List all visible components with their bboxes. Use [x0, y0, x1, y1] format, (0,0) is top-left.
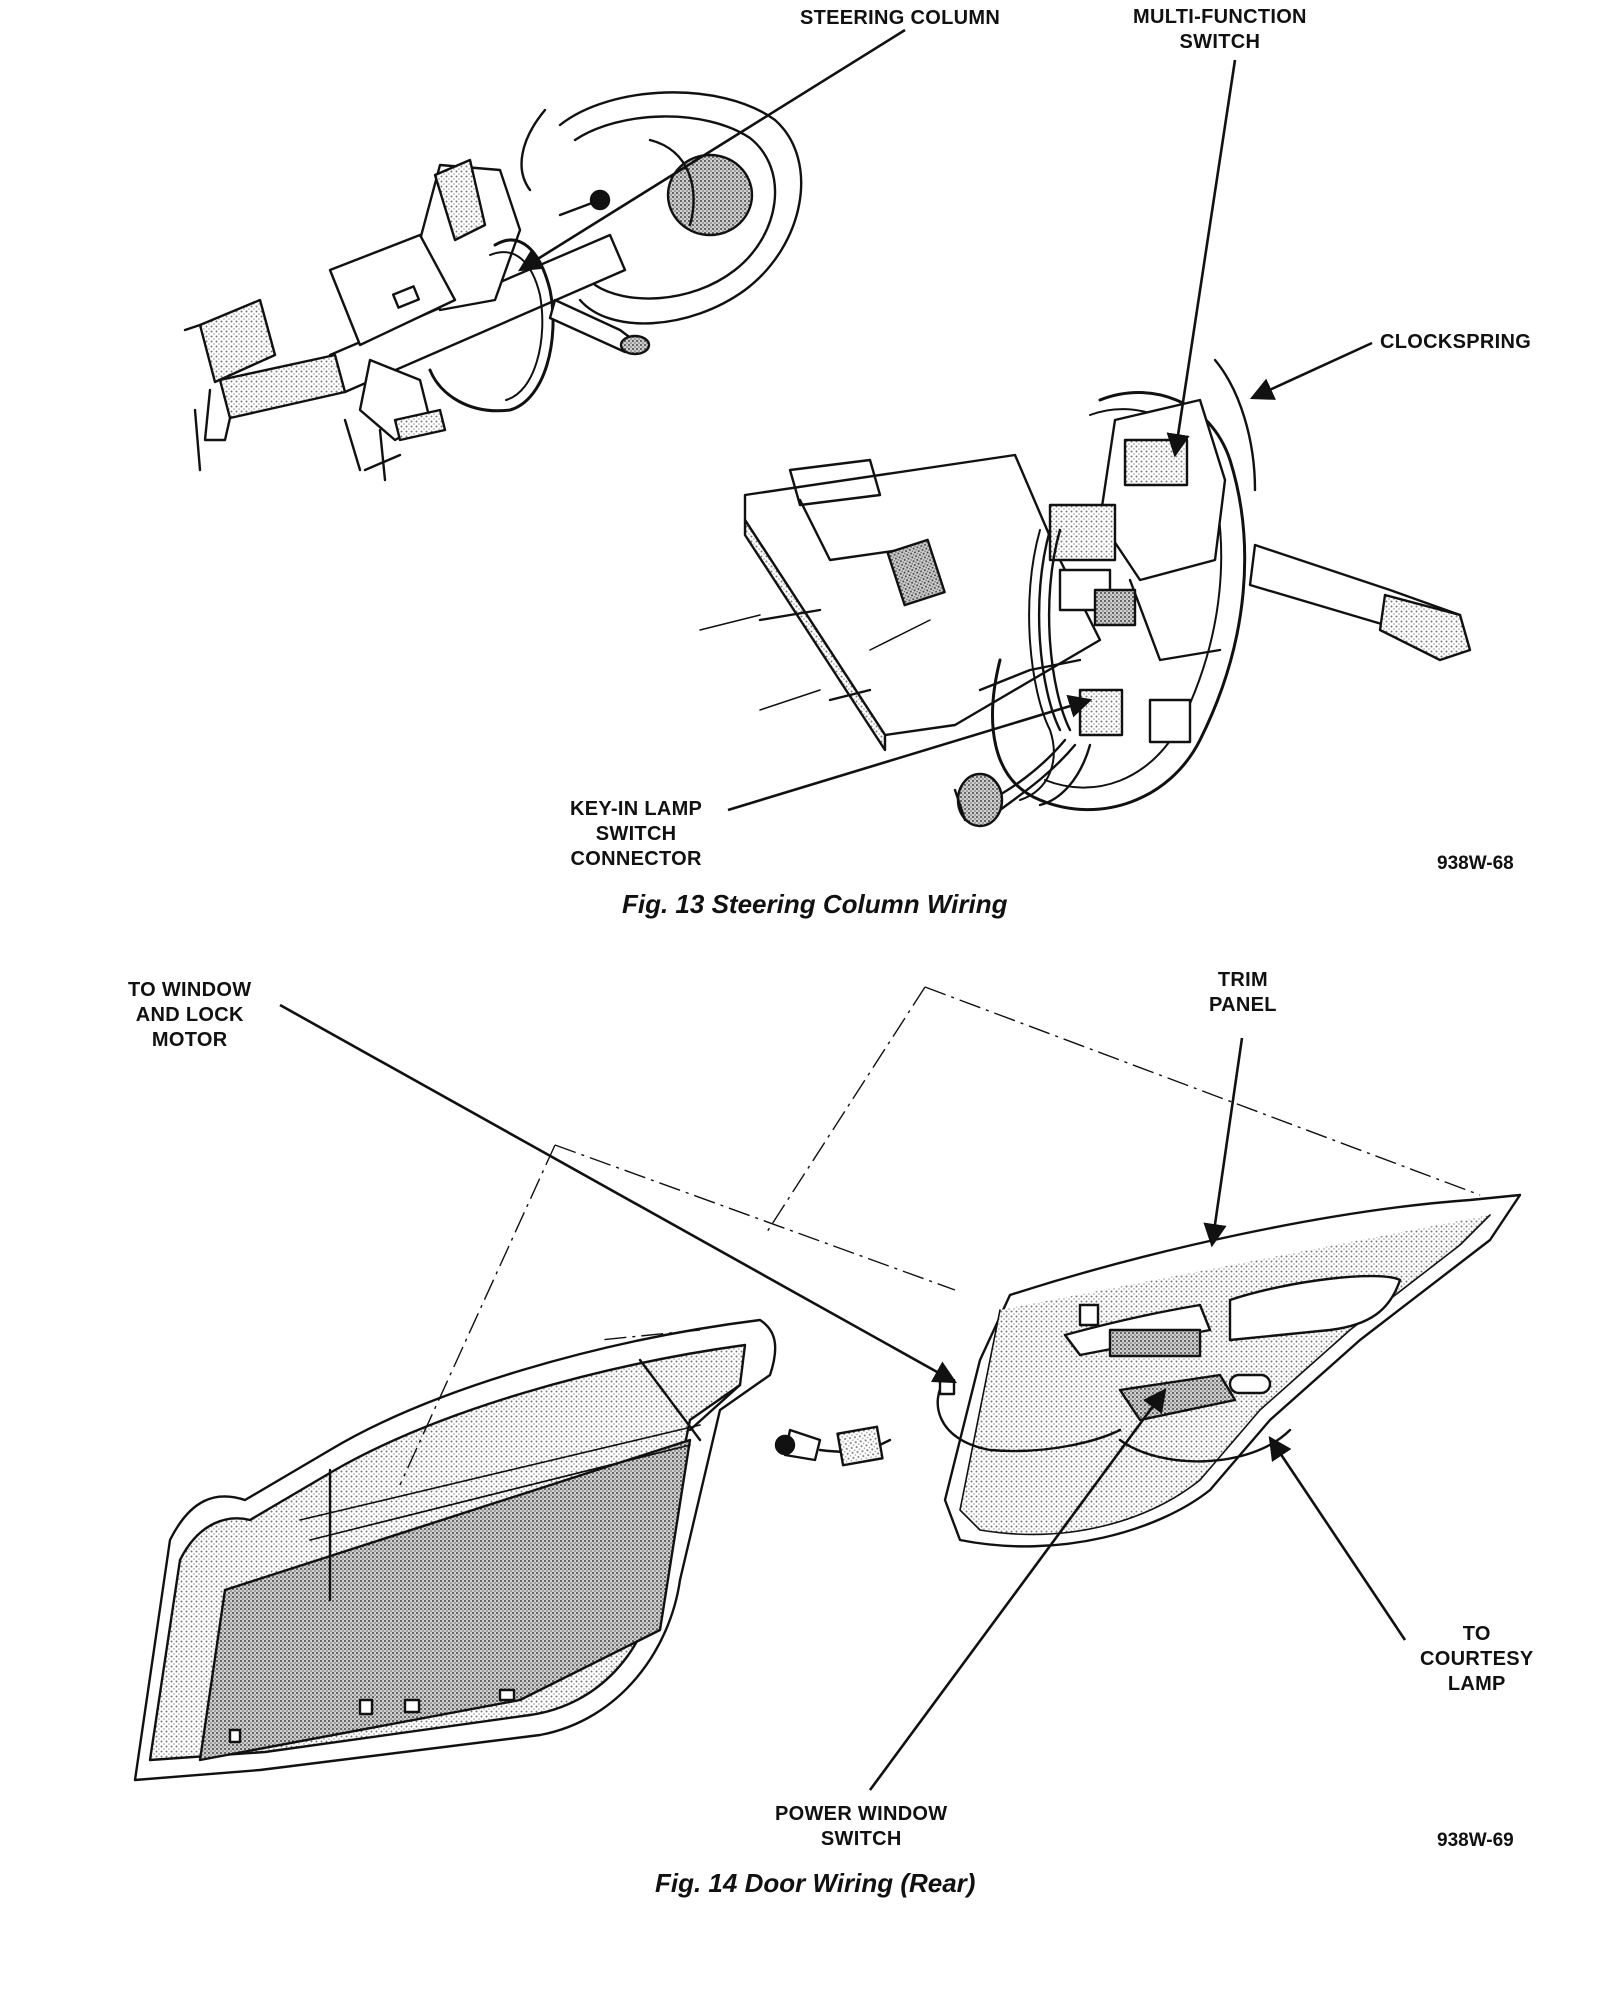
leader-window-lock-motor	[279, 1003, 958, 1384]
exploded-view-guides	[399, 986, 1481, 1486]
leader-power-window-switch	[868, 1388, 1167, 1791]
label-trim-panel: TRIM PANEL	[1209, 969, 1277, 1016]
leader-multi-function-switch	[1166, 59, 1237, 458]
door-shell-drawing	[133, 1318, 777, 1782]
label-multi-function-switch: MULTI-FUNCTION SWITCH	[1133, 6, 1307, 53]
leader-lines	[279, 28, 1407, 1791]
leader-trim-panel	[1203, 1037, 1244, 1248]
figure-13-caption: Fig. 13 Steering Column Wiring	[622, 889, 1008, 919]
steering-column-drawing	[183, 91, 803, 482]
label-steering-column: STEERING COLUMN	[800, 7, 1001, 29]
label-clockspring: CLOCKSPRING	[1380, 331, 1532, 353]
figure-14-code: 938W-69	[1437, 1830, 1514, 1851]
multi-function-switch-drawing	[699, 358, 1472, 828]
leader-key-in-lamp	[727, 694, 1093, 812]
figure-13-code: 938W-68	[1437, 853, 1514, 874]
label-key-in-lamp-switch-connector: KEY-IN LAMP SWITCH CONNECTOR	[570, 798, 703, 870]
leader-steering-column	[518, 28, 906, 272]
label-power-window-switch: POWER WINDOW SWITCH	[775, 1803, 948, 1850]
trim-panel-drawing	[774, 1193, 1522, 1548]
leader-clockspring	[1249, 341, 1373, 400]
figure-14-caption: Fig. 14 Door Wiring (Rear)	[655, 1868, 976, 1898]
leader-courtesy-lamp	[1268, 1436, 1407, 1641]
label-to-window-and-lock-motor: TO WINDOW AND LOCK MOTOR	[128, 979, 252, 1051]
label-to-courtesy-lamp: TO COURTESY LAMP	[1420, 1623, 1534, 1695]
